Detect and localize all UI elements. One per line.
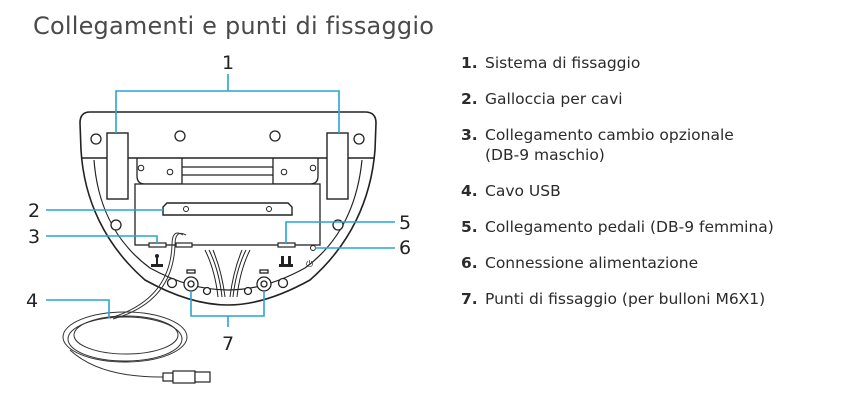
usb-cable — [62, 232, 188, 378]
list-item: 4. Cavo USB — [461, 181, 774, 201]
mount-foot-left — [106, 132, 129, 200]
callout-7: 7 — [222, 333, 234, 355]
item-text: Collegamento cambio opzionale — [485, 126, 734, 144]
list-item: 3. Collegamento cambio opzionale (DB-9 mas… — [461, 125, 774, 165]
callout-1: 1 — [222, 52, 234, 74]
shifter-connector — [148, 242, 167, 248]
item-text: Galloccia per cavi — [485, 90, 623, 108]
list-item: 7. Punti di fissaggio (per bulloni M6X1) — [461, 289, 774, 309]
shifter-icon — [151, 254, 163, 267]
item-text: Connessione alimentazione — [485, 254, 699, 272]
pedal-base-diagram: ⏻ 1 2 3 4 5 6 7 — [26, 52, 411, 384]
legend-list: 1. Sistema di fissaggio 2. Galloccia per c… — [461, 53, 774, 309]
list-item: 2. Galloccia per cavi — [461, 89, 774, 109]
mount-plate — [136, 158, 319, 185]
item-text-continued: (DB-9 maschio) — [485, 146, 605, 164]
cable-cleat — [162, 202, 293, 216]
list-item: 6. Connessione alimentazione — [461, 253, 774, 273]
callout-leaders — [46, 74, 395, 327]
page-title: Collegamenti e punti di fissaggio — [33, 12, 435, 40]
power-icon: ⏻ — [306, 259, 313, 270]
cable-channels — [204, 249, 251, 298]
usb-port — [175, 242, 193, 248]
screws — [137, 164, 317, 212]
mount-foot-right — [326, 132, 349, 200]
item-number: 7. — [461, 290, 478, 308]
item-text: Sistema di fissaggio — [485, 54, 641, 72]
pedal-connector — [277, 242, 296, 248]
pedals-icon — [279, 256, 293, 267]
item-number: 6. — [461, 254, 478, 272]
item-text: Collegamento pedali (DB-9 femmina) — [485, 218, 774, 236]
item-number: 2. — [461, 90, 478, 108]
item-number: 5. — [461, 218, 478, 236]
item-text: Cavo USB — [485, 182, 561, 200]
bolt-points — [183, 269, 272, 292]
item-number: 1. — [461, 54, 478, 72]
list-item: 5. Collegamento pedali (DB-9 femmina) — [461, 217, 774, 237]
item-text: Punti di fissaggio (per bulloni M6X1) — [485, 290, 766, 308]
power-port — [310, 245, 316, 251]
callout-5: 5 — [399, 212, 411, 234]
callout-6: 6 — [399, 237, 411, 259]
item-number: 4. — [461, 182, 478, 200]
list-item: 1. Sistema di fissaggio — [461, 53, 774, 73]
item-number: 3. — [461, 126, 478, 144]
usb-plug-icon — [162, 370, 211, 384]
device-outline — [79, 111, 377, 306]
callout-2: 2 — [28, 200, 40, 222]
callout-4: 4 — [26, 290, 38, 312]
callout-3: 3 — [28, 226, 40, 248]
